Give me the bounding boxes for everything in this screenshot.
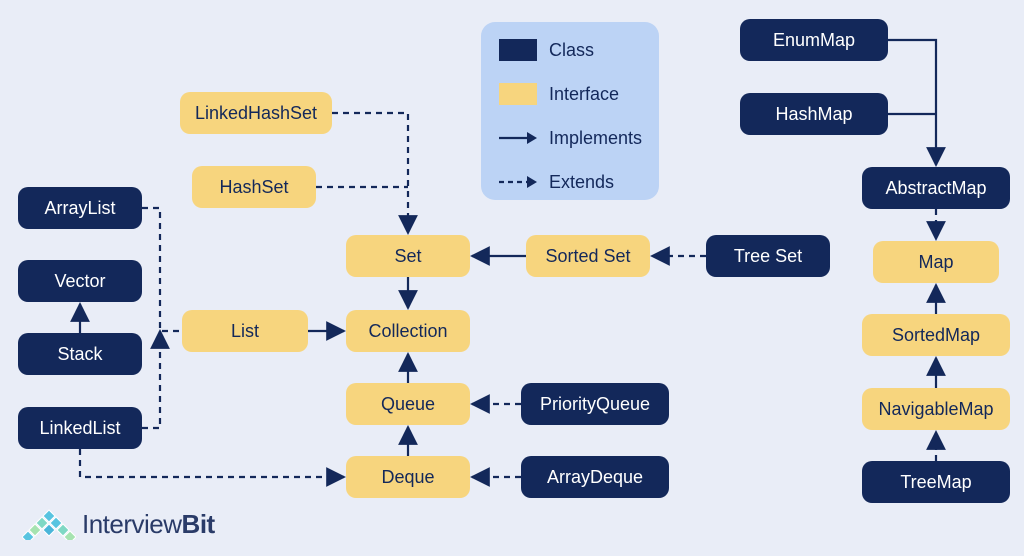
- edge-linkedhashset-to-set: [332, 111, 418, 235]
- legend-class-label: Class: [549, 39, 595, 60]
- legend-extends: Extends: [499, 170, 614, 194]
- node-navigablemap: NavigableMap: [862, 388, 1010, 430]
- node-hashset: HashSet: [192, 166, 316, 208]
- edge-enummap-to-abstractmap: [888, 38, 946, 167]
- interviewbit-logo: InterviewBit: [22, 508, 215, 540]
- legend-class: Class: [499, 38, 594, 62]
- node-treeset: Tree Set: [706, 235, 830, 277]
- node-abstractmap: AbstractMap: [862, 167, 1010, 209]
- edge-linkedlist-to-deque: [78, 449, 346, 487]
- node-arraylist: ArrayList: [18, 187, 142, 229]
- node-deque: Deque: [346, 456, 470, 498]
- node-stack: Stack: [18, 333, 142, 375]
- node-map: Map: [873, 241, 999, 283]
- legend-implements: Implements: [499, 126, 642, 150]
- node-sortedmap: SortedMap: [862, 314, 1010, 356]
- node-collection: Collection: [346, 310, 470, 352]
- legend-implements-label: Implements: [549, 127, 643, 148]
- node-queue: Queue: [346, 383, 470, 425]
- edge-arraylist-to-list: [142, 206, 180, 333]
- node-arraydeque: ArrayDeque: [521, 456, 669, 498]
- node-enummap: EnumMap: [740, 19, 888, 61]
- legend-extends-label: Extends: [549, 171, 615, 192]
- node-sortedset: Sorted Set: [526, 235, 650, 277]
- node-set: Set: [346, 235, 470, 277]
- node-hashmap: HashMap: [740, 93, 888, 135]
- dashed-arrow-icon: [499, 176, 537, 188]
- legend-interface-label: Interface: [549, 83, 620, 104]
- solid-arrow-icon: [499, 132, 537, 144]
- interface-swatch: [499, 83, 537, 105]
- node-list: List: [182, 310, 308, 352]
- class-swatch: [499, 39, 537, 61]
- node-priorityqueue: PriorityQueue: [521, 383, 669, 425]
- node-linkedlist: LinkedList: [18, 407, 142, 449]
- legend: Class Interface Implements Extends: [481, 22, 659, 200]
- legend-interface: Interface: [499, 82, 619, 106]
- edge-linkedlist-to-list: [142, 329, 170, 430]
- node-vector: Vector: [18, 260, 142, 302]
- logo-wordmark-bold: Bit: [181, 508, 216, 539]
- logo-wordmark-light: Interview: [82, 508, 182, 539]
- logo-wordmark: InterviewBit: [82, 509, 215, 540]
- node-treemap: TreeMap: [862, 461, 1010, 503]
- logo-icon: [22, 509, 76, 540]
- node-linkedhashset: LinkedHashSet: [180, 92, 332, 134]
